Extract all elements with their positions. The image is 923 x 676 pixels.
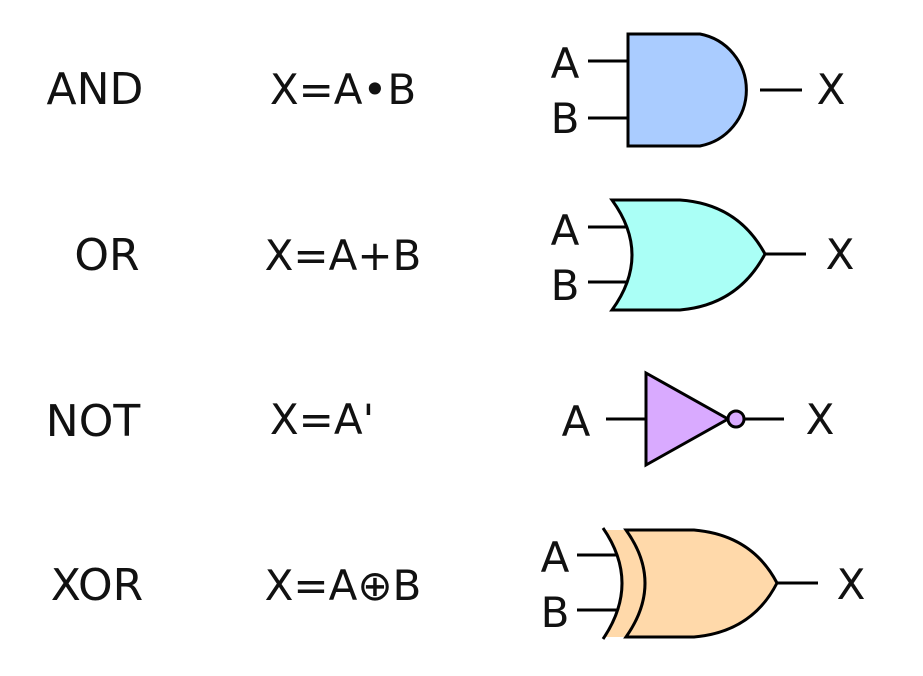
and-input-label-a: A bbox=[551, 39, 580, 88]
and-gate-icon bbox=[588, 32, 802, 148]
not-gate-icon bbox=[606, 370, 784, 468]
gate-row-and: AND X=A•B A B X bbox=[47, 32, 846, 148]
or-input-label-b: B bbox=[551, 261, 580, 310]
or-output-label: X bbox=[826, 230, 855, 279]
not-output-label: X bbox=[806, 395, 835, 444]
xor-gate-icon bbox=[577, 527, 818, 640]
expression-or: X=A+B bbox=[265, 231, 422, 280]
and-gate-body bbox=[626, 32, 748, 148]
not-gate-body bbox=[644, 370, 732, 468]
xor-input-label-a: A bbox=[541, 533, 570, 582]
xor-input-label-b: B bbox=[541, 588, 570, 637]
not-inversion-bubble bbox=[726, 409, 746, 429]
gate-name-or: OR bbox=[74, 230, 139, 281]
not-input-label-a: A bbox=[562, 397, 591, 446]
gate-row-not: NOT X=A' A X bbox=[46, 370, 835, 468]
expression-not: X=A' bbox=[270, 395, 374, 444]
xor-output-label: X bbox=[837, 560, 866, 609]
gate-row-or: OR X=A+B A B X bbox=[74, 198, 855, 312]
and-input-label-b: B bbox=[551, 94, 580, 143]
gate-name-not: NOT bbox=[46, 396, 141, 447]
gate-name-xor: XOR bbox=[51, 560, 144, 611]
expression-and: X=A•B bbox=[270, 65, 416, 114]
or-gate-icon bbox=[588, 198, 806, 312]
or-gate-body bbox=[609, 198, 767, 312]
xor-input-curve bbox=[601, 527, 624, 640]
expression-xor: X=A⊕B bbox=[265, 561, 422, 610]
gate-row-xor: XOR X=A⊕B A B X bbox=[51, 527, 866, 640]
or-input-label-a: A bbox=[551, 206, 580, 255]
gate-name-and: AND bbox=[47, 64, 144, 115]
xor-gate-body bbox=[623, 528, 779, 639]
and-output-label: X bbox=[817, 65, 846, 114]
